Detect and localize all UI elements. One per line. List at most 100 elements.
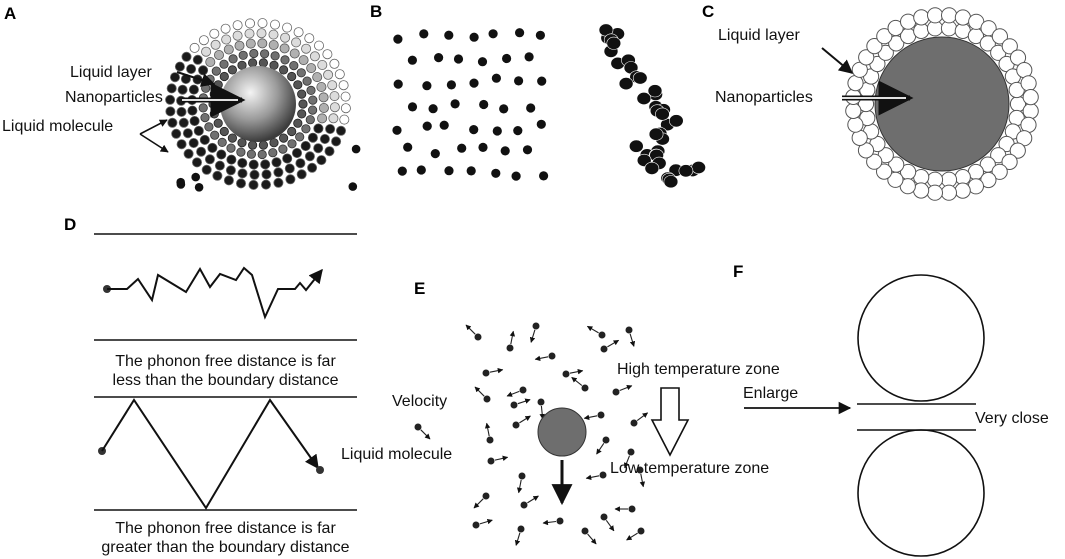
liquid-molecule xyxy=(174,61,185,72)
dispersed-particle xyxy=(502,53,512,64)
liquid-molecule xyxy=(248,159,259,170)
liquid-molecule xyxy=(305,115,315,125)
dispersed-particle xyxy=(407,102,418,112)
liquid-molecule xyxy=(474,333,482,341)
liquid-molecule xyxy=(201,83,211,93)
liquid-molecule xyxy=(532,322,540,330)
liquid-layer-molecule xyxy=(866,38,883,55)
molecule-velocity-arrow xyxy=(484,422,491,437)
liquid-molecule xyxy=(482,492,490,500)
dispersed-particle xyxy=(444,166,454,176)
liquid-molecule xyxy=(249,169,260,180)
molecule-velocity-arrow xyxy=(479,518,493,525)
liquid-molecule xyxy=(200,113,210,123)
liquid-molecule xyxy=(279,43,290,54)
molecule-velocity-arrow xyxy=(465,324,476,335)
panel-c-liquid-layer-label: Liquid layer xyxy=(718,27,800,44)
liquid-molecule xyxy=(339,114,350,125)
liquid-molecule xyxy=(269,19,280,30)
liquid-molecule xyxy=(329,58,340,69)
liquid-molecule xyxy=(487,457,495,465)
panel-b-aggregated-particles xyxy=(598,23,706,189)
liquid-molecule xyxy=(223,44,234,55)
molecule-velocity-arrow xyxy=(509,330,516,345)
liquid-molecule xyxy=(244,18,255,29)
dispersed-particle xyxy=(539,171,549,181)
liquid-molecule xyxy=(287,71,297,82)
molecule-velocity-arrow xyxy=(626,532,638,541)
liquid-molecule xyxy=(201,46,212,57)
dispersed-particle xyxy=(403,142,413,152)
liquid-molecule xyxy=(201,164,212,175)
liquid-molecule xyxy=(482,369,490,377)
liquid-molecule xyxy=(324,146,335,157)
liquid-molecule xyxy=(213,50,224,61)
liquid-layer-molecule xyxy=(847,116,864,133)
liquid-molecule xyxy=(271,157,282,168)
dispersed-particle xyxy=(434,53,444,63)
liquid-layer-molecule xyxy=(927,7,944,24)
panel-f-letter: F xyxy=(733,262,744,281)
dispersed-particle xyxy=(479,99,489,110)
liquid-molecule xyxy=(486,436,494,444)
panel-a-nanoparticles-label: Nanoparticles xyxy=(65,89,163,106)
molecule-velocity-arrow xyxy=(585,474,600,481)
liquid-molecule xyxy=(234,40,245,51)
liquid-molecule xyxy=(209,89,219,99)
liquid-molecule xyxy=(287,126,297,137)
liquid-molecule xyxy=(293,80,303,90)
panel-a-molecule-cloud xyxy=(165,18,361,192)
molecule-velocity-arrow xyxy=(623,455,631,469)
dispersed-particle xyxy=(422,81,432,91)
liquid-layer-molecule xyxy=(940,184,958,201)
molecule-velocity-arrow xyxy=(519,415,531,424)
liquid-molecule xyxy=(246,149,256,159)
liquid-layer-molecule xyxy=(1022,103,1039,120)
liquid-molecule xyxy=(328,113,339,124)
panel-e-high-temperature-label: High temperature zone xyxy=(617,361,780,378)
liquid-layer-molecule xyxy=(1022,89,1039,106)
panel-c-nanoparticle xyxy=(874,36,1010,172)
liquid-molecule xyxy=(188,84,199,95)
liquid-layer-molecule xyxy=(845,102,862,120)
dispersed-particle xyxy=(450,99,460,109)
liquid-molecule xyxy=(257,38,268,49)
liquid-molecule xyxy=(245,38,256,49)
liquid-molecule xyxy=(256,28,267,39)
liquid-molecule xyxy=(210,130,220,140)
molecule-velocity-arrow xyxy=(420,429,431,440)
molecule-velocity-arrow xyxy=(605,519,615,532)
dispersed-particle xyxy=(428,104,438,114)
liquid-molecule xyxy=(236,147,246,157)
liquid-molecule xyxy=(312,72,323,83)
panel-d-letter: D xyxy=(64,215,77,234)
liquid-molecule xyxy=(221,34,232,45)
panel-a-liquid-layer-arrow xyxy=(176,71,216,87)
panel-a-letter: A xyxy=(4,4,17,23)
liquid-molecule xyxy=(214,160,225,171)
panel-d-phonon-path-short xyxy=(107,266,323,320)
liquid-molecule xyxy=(291,147,302,158)
dispersed-particle xyxy=(419,29,429,39)
molecule-velocity-arrow xyxy=(596,442,605,455)
liquid-molecule xyxy=(307,132,318,143)
liquid-molecule xyxy=(270,51,280,61)
molecule-velocity-arrow xyxy=(517,398,531,405)
molecule-velocity-arrow xyxy=(514,532,521,546)
molecule-velocity-arrow xyxy=(569,368,584,375)
dispersed-particle xyxy=(393,34,403,44)
liquid-layer-molecule xyxy=(954,182,971,199)
liquid-molecule xyxy=(309,51,320,62)
dispersed-particle xyxy=(515,28,525,38)
liquid-molecule xyxy=(225,165,236,176)
liquid-molecule xyxy=(207,142,218,153)
liquid-molecule xyxy=(244,28,255,39)
liquid-molecule xyxy=(327,80,338,91)
liquid-molecule xyxy=(176,139,187,150)
liquid-molecule xyxy=(548,352,556,360)
panel-c-nanoparticles-label: Nanoparticles xyxy=(715,89,813,106)
molecule-velocity-arrow xyxy=(571,376,583,386)
liquid-molecule xyxy=(301,124,311,134)
liquid-molecule xyxy=(517,525,525,533)
